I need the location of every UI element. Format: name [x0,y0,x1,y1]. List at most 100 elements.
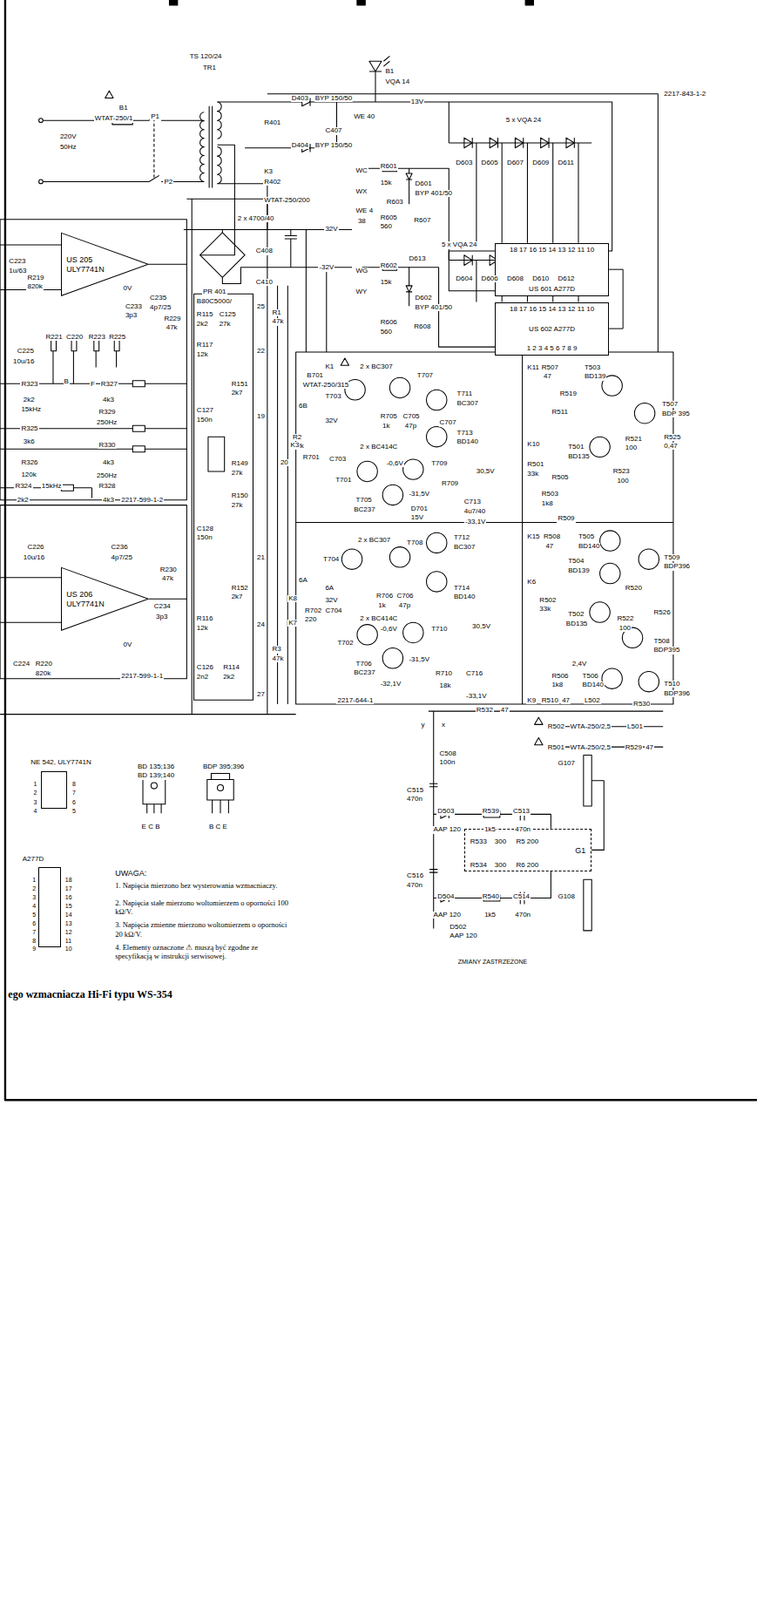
part-label: 2217-843-1-2 [662,90,707,98]
part-label: -31,5V [407,655,431,663]
label-anchor: R323 [20,373,39,390]
part-label: 15k [379,278,393,286]
label-anchor: 0V [122,634,134,650]
part-label: T702 [336,639,354,647]
label-anchor: R219 [26,267,45,284]
label-anchor: R503 [540,483,560,500]
component-rect [168,0,177,6]
part-label: 21 [256,554,266,561]
part-label: T507 [661,400,679,408]
part-label: R230 [159,566,178,574]
label-anchor: 24 [256,614,266,630]
label-anchor: PR 401 [202,281,228,298]
part-label: R117 [196,341,215,349]
part-label: 470n [513,911,532,919]
part-label: -0,6V [385,459,405,467]
label-anchor: K15 [526,526,541,542]
part-label: T705 [355,496,373,504]
label-anchor: D602 [413,287,433,304]
part-label: 47 [500,706,510,714]
label-anchor: C233 [124,296,143,312]
part-label: 470n [513,825,532,833]
label-anchor: 220V [59,126,78,142]
label-anchor: T701 [334,469,352,486]
part-label: D502 [448,923,467,931]
part-label: C716 [465,669,484,677]
part-label: C127 [196,406,215,414]
label-anchor: T502 [567,603,585,620]
transistor-symbol [389,377,410,398]
component-rect [60,484,74,491]
wire-path [0,383,187,498]
part-label: 9 [31,945,37,952]
part-label: 4k3 [101,459,115,467]
label-anchor: T509 [662,547,681,563]
part-label: 220V [59,133,78,141]
part-label: 0V [122,284,134,292]
part-label: B80C5000/ [196,297,233,305]
part-label: D504 [436,892,455,900]
label-anchor: R710 [434,662,453,679]
part-label: L501 [626,723,644,730]
text-holder: NE 542, ULY7741N [30,757,92,766]
label-anchor: 25 [256,296,266,312]
wire-path [212,799,230,813]
label-anchor: 300 [493,831,507,847]
wire-path [340,358,349,365]
label-anchor: T711 [456,383,474,399]
part-label: R150 [230,492,250,500]
part-label: T504 [567,557,585,565]
label-anchor: R506 [550,665,569,682]
part-label: C706 [395,592,414,600]
label-anchor: D606 [480,268,500,284]
label-anchor: 32V [324,589,338,606]
part-label: R607 [412,216,432,224]
part-label: 22 [256,347,266,355]
label-anchor: G107 [556,752,576,769]
part-label: 12 [64,928,74,935]
part-label: T510 [662,680,681,688]
part-label: R534 [469,861,488,869]
label-anchor: D603 [454,152,474,169]
part-label: D612 [556,275,575,283]
label-anchor: R540 [481,885,501,902]
label-anchor: 30,5V [471,615,492,632]
part-label: R401 [263,119,282,127]
label-anchor: G108 [556,885,576,902]
label-anchor: 2 x BC307 [357,529,392,546]
label-anchor: D607 [506,152,525,169]
part-label: R115 [196,310,215,318]
part-label: D613 [407,255,426,263]
label-anchor: R115 [196,304,215,320]
transistor-symbol [382,484,403,505]
wire-path [105,90,114,98]
part-label: R3 [271,645,283,653]
label-anchor: R519 [559,383,578,399]
label-anchor: 2k2 [22,389,36,406]
wire-path [428,710,663,928]
part-label: WTA-250/2,5 [569,743,613,751]
part-label: -33,1V [465,692,488,700]
caption-anchor: ego wzmacniacza Hi-Fi typu WS-354 [7,985,172,1001]
label-anchor: D608 [506,268,525,284]
part-label: R505 [550,473,569,481]
label-anchor: 470n [513,818,532,835]
label-anchor: 4k3 [101,452,115,468]
part-label: C407 [324,127,343,135]
part-label: R114 [222,663,241,671]
label-anchor: R526 [653,601,672,618]
part-label: 820k [26,283,43,291]
label-anchor: C408 [255,240,274,257]
part-label: 3p3 [124,311,138,319]
transistor-symbol [589,601,610,622]
label-anchor: R709 [440,473,460,489]
part-label: C220 [65,333,84,341]
part-label: T701 [334,476,352,484]
part-label: 7 [71,789,77,796]
part-label: 3 [31,893,37,900]
part-label: K7 [287,619,298,627]
label-anchor: 15k [379,271,393,288]
label-anchor: 3k6 [22,431,36,447]
